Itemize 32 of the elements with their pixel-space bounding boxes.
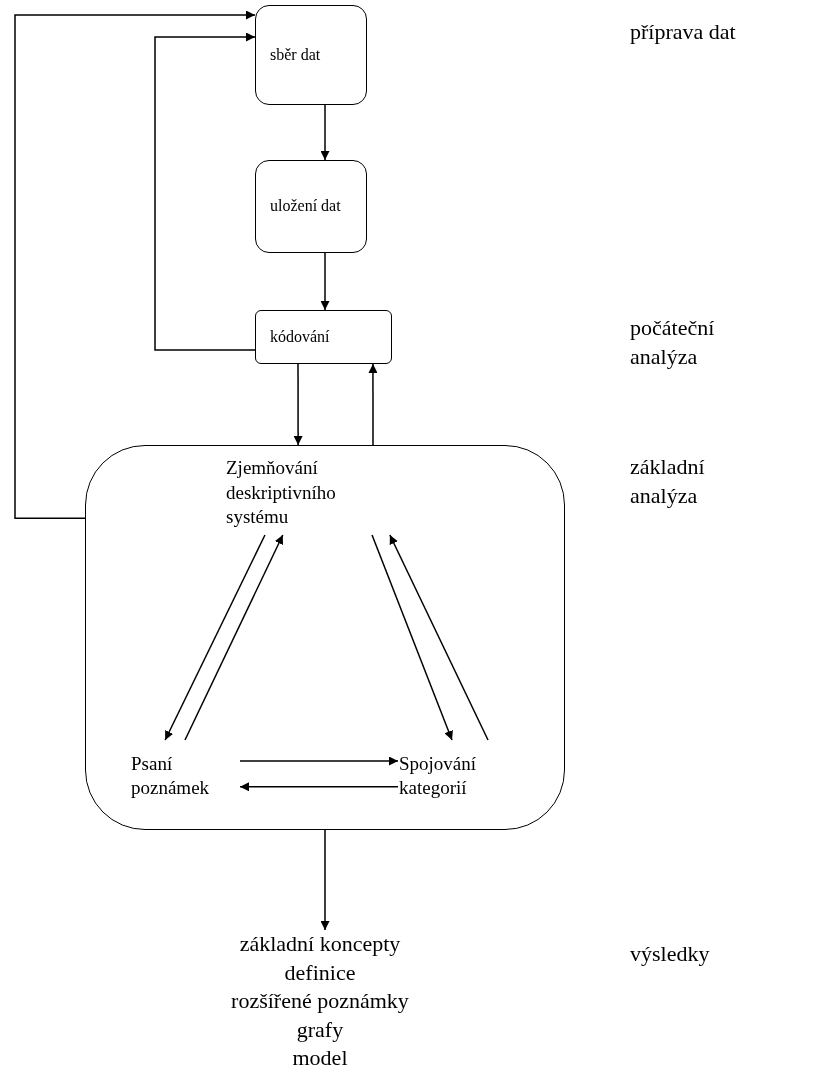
arrow bbox=[389, 534, 489, 741]
stage-label: výsledky bbox=[630, 940, 711, 968]
process-box bbox=[255, 310, 392, 364]
box-label: uložení dat bbox=[270, 196, 341, 217]
node-label: Zjemňování deskriptivního systému bbox=[226, 456, 337, 530]
stage-label: základní analýza bbox=[630, 453, 706, 510]
arrow bbox=[14, 10, 256, 519]
result-item: definice bbox=[284, 958, 356, 987]
result-item: model bbox=[292, 1044, 348, 1073]
arrow bbox=[371, 534, 453, 741]
arrow bbox=[368, 363, 378, 446]
arrow bbox=[320, 829, 330, 931]
arrow bbox=[164, 534, 266, 741]
result-item: grafy bbox=[296, 1015, 344, 1044]
arrow bbox=[239, 782, 399, 792]
arrow bbox=[239, 756, 399, 766]
process-box bbox=[255, 160, 367, 253]
arrow bbox=[184, 534, 284, 741]
box-label: kódování bbox=[270, 326, 330, 347]
result-item: základní koncepty bbox=[239, 930, 401, 958]
arrow bbox=[320, 252, 330, 311]
stage-label: příprava dat bbox=[630, 18, 737, 46]
arrow bbox=[154, 32, 256, 351]
node-label: Psaní poznámek bbox=[131, 751, 211, 801]
process-box bbox=[255, 5, 367, 105]
rounded-panel bbox=[85, 445, 565, 830]
node-label: Spojování kategorií bbox=[399, 751, 478, 801]
stage-label: počáteční analýza bbox=[630, 314, 716, 371]
arrow bbox=[293, 363, 303, 446]
arrow bbox=[320, 104, 330, 161]
box-label: sběr dat bbox=[270, 44, 321, 65]
result-item: rozšířené poznámky bbox=[231, 987, 409, 1016]
